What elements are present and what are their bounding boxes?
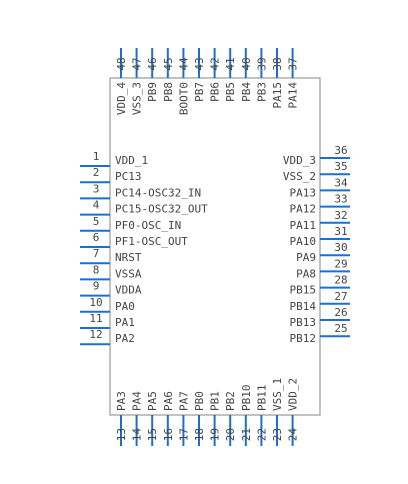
top-pin-number-45: 45 [162, 57, 175, 70]
top-pin-label-48: VDD_4 [115, 82, 128, 115]
right-pin-number-25: 25 [334, 322, 347, 335]
bottom-pin-label-18: PB0 [193, 391, 206, 411]
bottom-pin-number-13: 13 [115, 428, 128, 441]
left-pin-number-12: 12 [89, 328, 102, 341]
top-pin-label-42: PB6 [209, 82, 222, 102]
right-pin-label-32: PA11 [290, 219, 317, 232]
right-pin-label-27: PB14 [290, 300, 317, 313]
left-pin-label-7: NRST [115, 251, 142, 264]
left-pin-label-2: PC13 [115, 170, 142, 183]
bottom-pin-number-20: 20 [224, 428, 237, 441]
right-pin-number-36: 36 [334, 144, 347, 157]
bottom-pin-number-16: 16 [162, 428, 175, 441]
right-pin-number-32: 32 [334, 209, 347, 222]
top-pin-number-43: 43 [193, 57, 206, 70]
top-pin-number-39: 39 [255, 57, 268, 70]
right-pin-number-29: 29 [334, 257, 347, 270]
right-pin-label-29: PA8 [296, 267, 316, 280]
bottom-pin-label-20: PB2 [224, 391, 237, 411]
bottom-pin-number-17: 17 [177, 428, 190, 441]
top-pin-number-37: 37 [287, 57, 300, 70]
left-pin-label-11: PA1 [115, 316, 135, 329]
top-pin-number-38: 38 [271, 57, 284, 70]
bottom-pin-number-15: 15 [146, 428, 159, 441]
right-pin-label-36: VDD_3 [283, 154, 316, 167]
left-pin-number-10: 10 [89, 296, 102, 309]
top-pin-label-43: PB7 [193, 82, 206, 102]
top-pin-label-39: PB3 [255, 82, 268, 102]
right-pin-number-30: 30 [334, 241, 347, 254]
bottom-pin-label-15: PA5 [146, 391, 159, 411]
bottom-pin-label-19: PB1 [209, 391, 222, 411]
top-pin-label-46: PB9 [146, 82, 159, 102]
bottom-pin-label-24: VDD_2 [287, 378, 300, 411]
top-pin-number-48: 48 [115, 57, 128, 70]
right-pin-label-34: PA13 [290, 186, 317, 199]
left-pin-label-12: PA2 [115, 332, 135, 345]
right-pin-label-33: PA12 [290, 203, 317, 216]
bottom-pin-label-17: PA7 [177, 391, 190, 411]
left-pin-number-5: 5 [93, 215, 100, 228]
bottom-pin-label-16: PA6 [162, 391, 175, 411]
left-pin-label-6: PF1-OSC_OUT [115, 235, 188, 248]
right-pin-number-31: 31 [334, 225, 347, 238]
bottom-pin-number-22: 22 [255, 428, 268, 441]
top-pin-number-46: 46 [146, 57, 159, 70]
left-pin-number-2: 2 [93, 166, 100, 179]
pin-group: 1 VDD_1 2 PC13 3 PC14-OSC32_IN 4 PC15-OSC32_OUT… [80, 48, 350, 446]
bottom-pin-number-21: 21 [240, 428, 253, 441]
bottom-pin-label-22: PB11 [255, 385, 268, 412]
left-pin-number-6: 6 [93, 231, 100, 244]
left-pin-label-4: PC15-OSC32_OUT [115, 203, 208, 216]
top-pin-label-40: PB4 [240, 82, 253, 102]
bottom-pin-number-18: 18 [193, 428, 206, 441]
right-pin-label-31: PA10 [290, 235, 317, 248]
bottom-pin-number-23: 23 [271, 428, 284, 441]
left-pin-number-8: 8 [93, 263, 100, 276]
left-pin-label-3: PC14-OSC32_IN [115, 186, 201, 199]
top-pin-label-44: BOOT0 [177, 82, 190, 115]
bottom-pin-label-21: PB10 [240, 385, 253, 412]
right-pin-number-35: 35 [334, 160, 347, 173]
bottom-pin-number-14: 14 [131, 428, 144, 442]
left-pin-number-7: 7 [93, 247, 100, 260]
bottom-pin-label-23: VSS_1 [271, 378, 284, 411]
left-pin-label-9: VDDA [115, 284, 142, 297]
left-pin-number-3: 3 [93, 182, 100, 195]
right-pin-number-33: 33 [334, 193, 347, 206]
right-pin-label-30: PA9 [296, 251, 316, 264]
top-pin-label-41: PB5 [224, 82, 237, 102]
top-pin-label-47: VSS_3 [131, 82, 144, 115]
bottom-pin-number-19: 19 [209, 428, 222, 441]
left-pin-number-4: 4 [93, 199, 100, 212]
left-pin-number-9: 9 [93, 280, 100, 293]
right-pin-number-28: 28 [334, 274, 347, 287]
right-pin-label-28: PB15 [290, 284, 317, 297]
bottom-pin-label-14: PA4 [131, 391, 144, 411]
top-pin-label-45: PB8 [162, 82, 175, 102]
right-pin-number-27: 27 [334, 290, 347, 303]
top-pin-label-37: PA14 [287, 82, 300, 109]
right-pin-label-25: PB12 [290, 332, 317, 345]
left-pin-label-8: VSSA [115, 267, 142, 280]
right-pin-label-26: PB13 [290, 316, 317, 329]
left-pin-label-1: VDD_1 [115, 154, 148, 167]
top-pin-number-40: 40 [240, 57, 253, 70]
right-pin-number-26: 26 [334, 306, 347, 319]
top-pin-number-44: 44 [177, 57, 190, 71]
left-pin-label-10: PA0 [115, 300, 135, 313]
bottom-pin-label-13: PA3 [115, 391, 128, 411]
top-pin-number-42: 42 [209, 57, 222, 70]
bottom-pin-number-24: 24 [287, 428, 300, 442]
left-pin-label-5: PF0-OSC_IN [115, 219, 181, 232]
top-pin-number-41: 41 [224, 57, 237, 70]
left-pin-number-1: 1 [93, 150, 100, 163]
right-pin-number-34: 34 [334, 176, 348, 189]
top-pin-number-47: 47 [131, 57, 144, 70]
right-pin-label-35: VSS_2 [283, 170, 316, 183]
left-pin-number-11: 11 [89, 312, 102, 325]
top-pin-label-38: PA15 [271, 82, 284, 109]
